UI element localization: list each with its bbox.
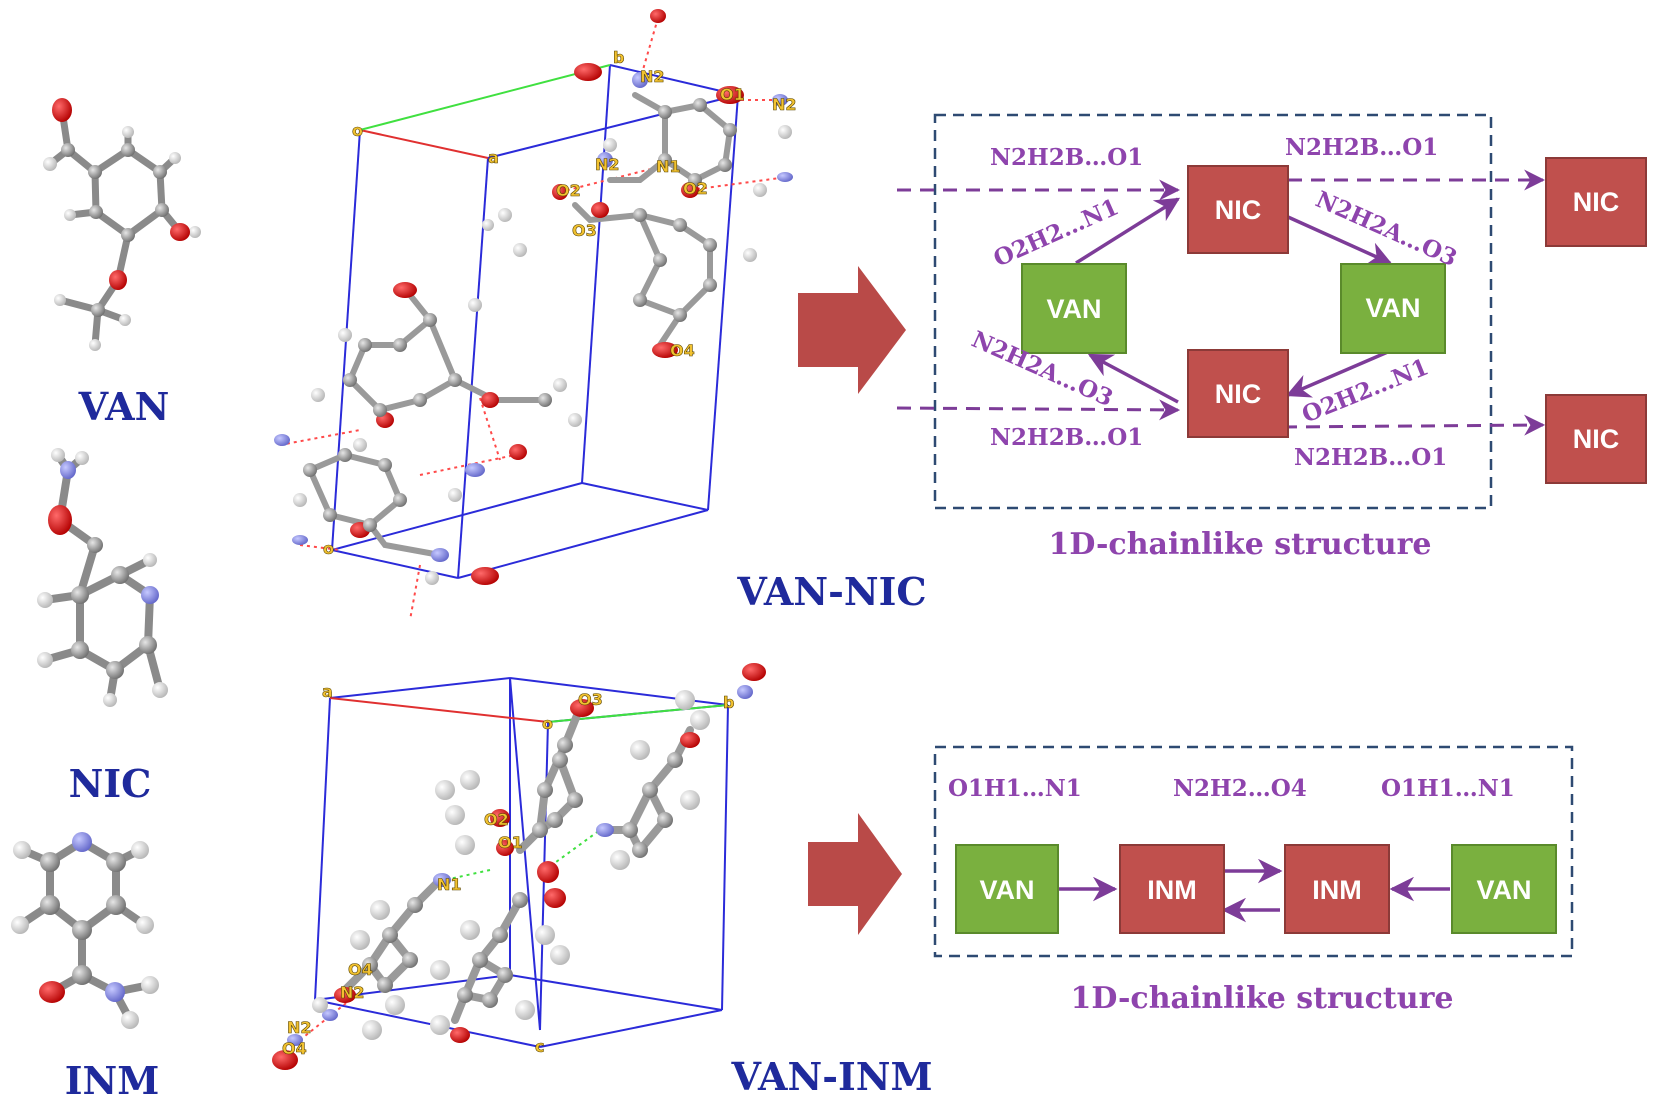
van-box-label: VAN (1046, 294, 1101, 324)
scheme-frame (933, 113, 1493, 510)
big-arrow-right-icon (798, 266, 906, 394)
nic-box (1187, 165, 1289, 254)
atom-label-o3b: O3 (578, 690, 603, 709)
van-inm-atoms (272, 663, 766, 1070)
atom-label-o1b: O1 (498, 833, 523, 852)
hbond-arrow (1285, 349, 1391, 398)
hbond-arrow (1282, 414, 1546, 436)
atom-label-n1: N1 (656, 157, 681, 176)
inm-label: INM (65, 1058, 160, 1103)
hbond-label: N2H2…O4 (1173, 775, 1307, 802)
atom-label-origin: o (352, 121, 363, 140)
inm-box-label: INM (1312, 875, 1362, 905)
van-molecule-model (43, 98, 201, 351)
hbond-arrow (1087, 353, 1179, 404)
scheme-caption: 1D-chainlike structure (1071, 981, 1454, 1016)
atom-label-n2b: N2 (772, 95, 797, 114)
atom-label-o2b: O2 (683, 179, 708, 198)
van-inm-scheme: O1H1…N1 N2H2…O4 O1H1…N1 VAN INM INM VAN … (933, 745, 1574, 1016)
atom-label-o2c: O2 (484, 810, 509, 829)
hbond-arrow (896, 399, 1181, 421)
nic-box-label: NIC (1573, 424, 1620, 454)
atom-label-n2e: N2 (287, 1018, 312, 1037)
inm-box (1284, 844, 1390, 934)
hbond-label: N2H2A…O3 (1312, 186, 1462, 272)
nic-molecule-model (37, 448, 168, 707)
atom-label-o4c: O4 (282, 1039, 307, 1058)
atom-label-o4: O4 (670, 341, 695, 360)
atom-label-o2: O2 (556, 181, 581, 200)
nic-box-label: NIC (1215, 379, 1262, 409)
atom-label-o3: O3 (572, 221, 597, 240)
inm-box (1119, 844, 1225, 934)
scheme-caption: 1D-chainlike structure (1049, 527, 1432, 562)
hbond-label: O2H2…N1 (989, 193, 1122, 272)
nic-box (1545, 394, 1647, 484)
atom-label-b: b (613, 48, 624, 67)
van-inm-label: VAN-INM (730, 1054, 932, 1099)
van-label: VAN (78, 384, 170, 429)
van-box (1340, 263, 1446, 354)
van-nic-unit-cell: b N2 O1 N2 o a N2 N1 O2 O3 O2 O4 o (274, 9, 797, 621)
van-inm-unit-cell: a O3 o b O2 O1 N1 O4 N2 N2 O4 c (272, 663, 766, 1070)
nic-box (1545, 157, 1647, 247)
van-box (1451, 844, 1557, 934)
inm-molecule-model (11, 832, 159, 1029)
atom-label-n1b: N1 (437, 875, 462, 894)
hbond-label: N2H2B…O1 (1294, 444, 1447, 471)
hbond-arrow (1075, 197, 1181, 265)
atom-label-a2: a (322, 682, 333, 701)
van-box-label: VAN (1476, 875, 1531, 905)
atom-label-o4b: O4 (348, 960, 373, 979)
atom-label-n2: N2 (640, 67, 665, 86)
van-box (955, 844, 1059, 934)
van-nic-label: VAN-NIC (736, 569, 926, 614)
nic-box-label: NIC (1573, 187, 1620, 217)
atom-label-a: a (488, 148, 499, 167)
scheme-frame (933, 745, 1574, 958)
atom-label-n2c: N2 (595, 155, 620, 174)
hbond-label: O1H1…N1 (948, 775, 1082, 802)
inm-box-label: INM (1147, 875, 1197, 905)
atom-label-b2: b (723, 693, 734, 712)
hbond-label: O1H1…N1 (1381, 775, 1515, 802)
nic-box-label: NIC (1215, 195, 1262, 225)
hbond-label: N2H2B…O1 (1285, 134, 1438, 161)
hbond-label: N2H2B…O1 (990, 144, 1143, 171)
atom-label-o: o (323, 539, 334, 558)
hbond-arrow (1287, 215, 1393, 266)
big-arrow-right-icon (808, 813, 902, 935)
atom-label-o1: O1 (720, 85, 745, 104)
van-box-label: VAN (979, 875, 1034, 905)
atom-label-o-inm: o (542, 714, 553, 733)
hbond-label: N2H2B…O1 (990, 424, 1143, 451)
van-box-label: VAN (1365, 293, 1420, 323)
van-box (1021, 263, 1127, 354)
nic-label: NIC (69, 761, 152, 806)
nic-box (1187, 349, 1289, 438)
van-nic-scheme: NIC VAN VAN NIC NIC NIC N2H2B…O1 N2H2B…O… (896, 113, 1647, 562)
atom-label-c: c (535, 1037, 544, 1056)
atom-label-n2d: N2 (340, 983, 365, 1002)
van-nic-atoms (274, 9, 793, 585)
hbond-label: O2H2…N1 (1298, 353, 1432, 428)
